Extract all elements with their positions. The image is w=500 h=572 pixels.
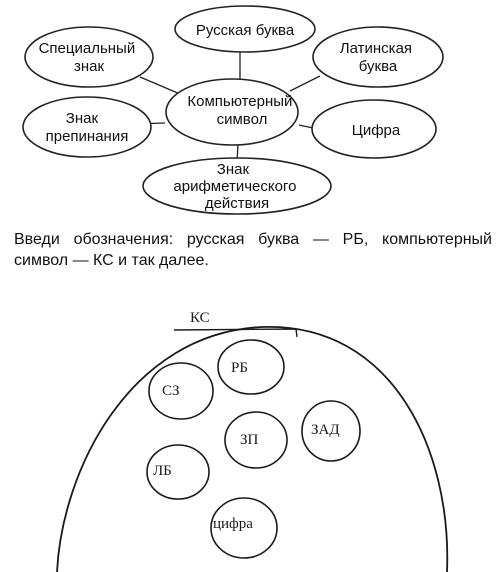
center-node: Компьютерный символ (165, 78, 299, 146)
arithmetic-line-3: действия (205, 195, 269, 212)
punctuation-line-2: препинания (46, 128, 129, 145)
circle-zad: ЗАД (301, 400, 361, 462)
svg-text:Латинская буква: Латинская буква (340, 40, 416, 75)
arithmetic-line-2: арифметического (173, 178, 296, 195)
connector-special-sign (139, 76, 181, 95)
special-sign-line-2: знак (74, 58, 105, 75)
svg-text:Знак арифметического: Знак арифметического действия (173, 161, 300, 212)
circle-lb: ЛБ (146, 444, 210, 500)
instruction-text: Введи обозначения: русская буква — РБ, к… (14, 231, 492, 269)
arithmetic-line-1: Знак (217, 161, 250, 178)
outer-label-underline (173, 328, 298, 338)
center-label-line-2: символ (217, 111, 268, 128)
svg-text:Знак препинания: Знак препинания (46, 110, 129, 145)
circle-zad-label: ЗАД (311, 422, 340, 438)
circle-sz-label: СЗ (162, 383, 180, 399)
circle-rb-label: РБ (231, 360, 248, 376)
circle-lb-label: ЛБ (153, 463, 172, 479)
node-digit: Цифра (311, 99, 437, 159)
center-label-line-1: Компьютерный (187, 93, 292, 110)
special-sign-line-1: Специальный (39, 40, 136, 57)
latin-letter-line-2: буква (359, 58, 398, 75)
node-russian-letter: Русская буква (174, 5, 316, 53)
node-special-sign: Специальный знак (24, 26, 154, 88)
svg-text:Цифра: Цифра (352, 122, 401, 139)
circle-zp: ЗП (224, 411, 288, 469)
svg-text:Русская буква: Русская буква (196, 22, 295, 39)
connector-digit (298, 124, 314, 129)
outer-label-ks: КС (190, 310, 210, 326)
node-latin-letter: Латинская буква (312, 26, 444, 88)
circle-cifra-label: цифра (213, 516, 253, 532)
node-arithmetic-sign: Знак арифметического действия (142, 157, 332, 215)
digit-label: Цифра (352, 122, 401, 139)
circle-cifra: цифра (210, 497, 278, 559)
circle-rb: РБ (217, 339, 285, 395)
latin-letter-line-1: Латинская (340, 40, 412, 57)
answer-drawing: КС РБ СЗ ЗП ЗАД ЛБ (56, 310, 449, 572)
circle-zp-label: ЗП (240, 432, 259, 448)
russian-letter-label: Русская буква (196, 22, 295, 39)
connector-latin-letter (289, 75, 321, 92)
punctuation-line-1: Знак (66, 110, 99, 127)
node-punctuation: Знак препинания (22, 96, 152, 158)
circle-sz: СЗ (148, 362, 214, 420)
outer-circle-ks (56, 326, 449, 572)
svg-text:Специальный знак: Специальный знак (39, 40, 140, 75)
svg-text:Компьютерный символ: Компьютерный символ (187, 93, 296, 128)
